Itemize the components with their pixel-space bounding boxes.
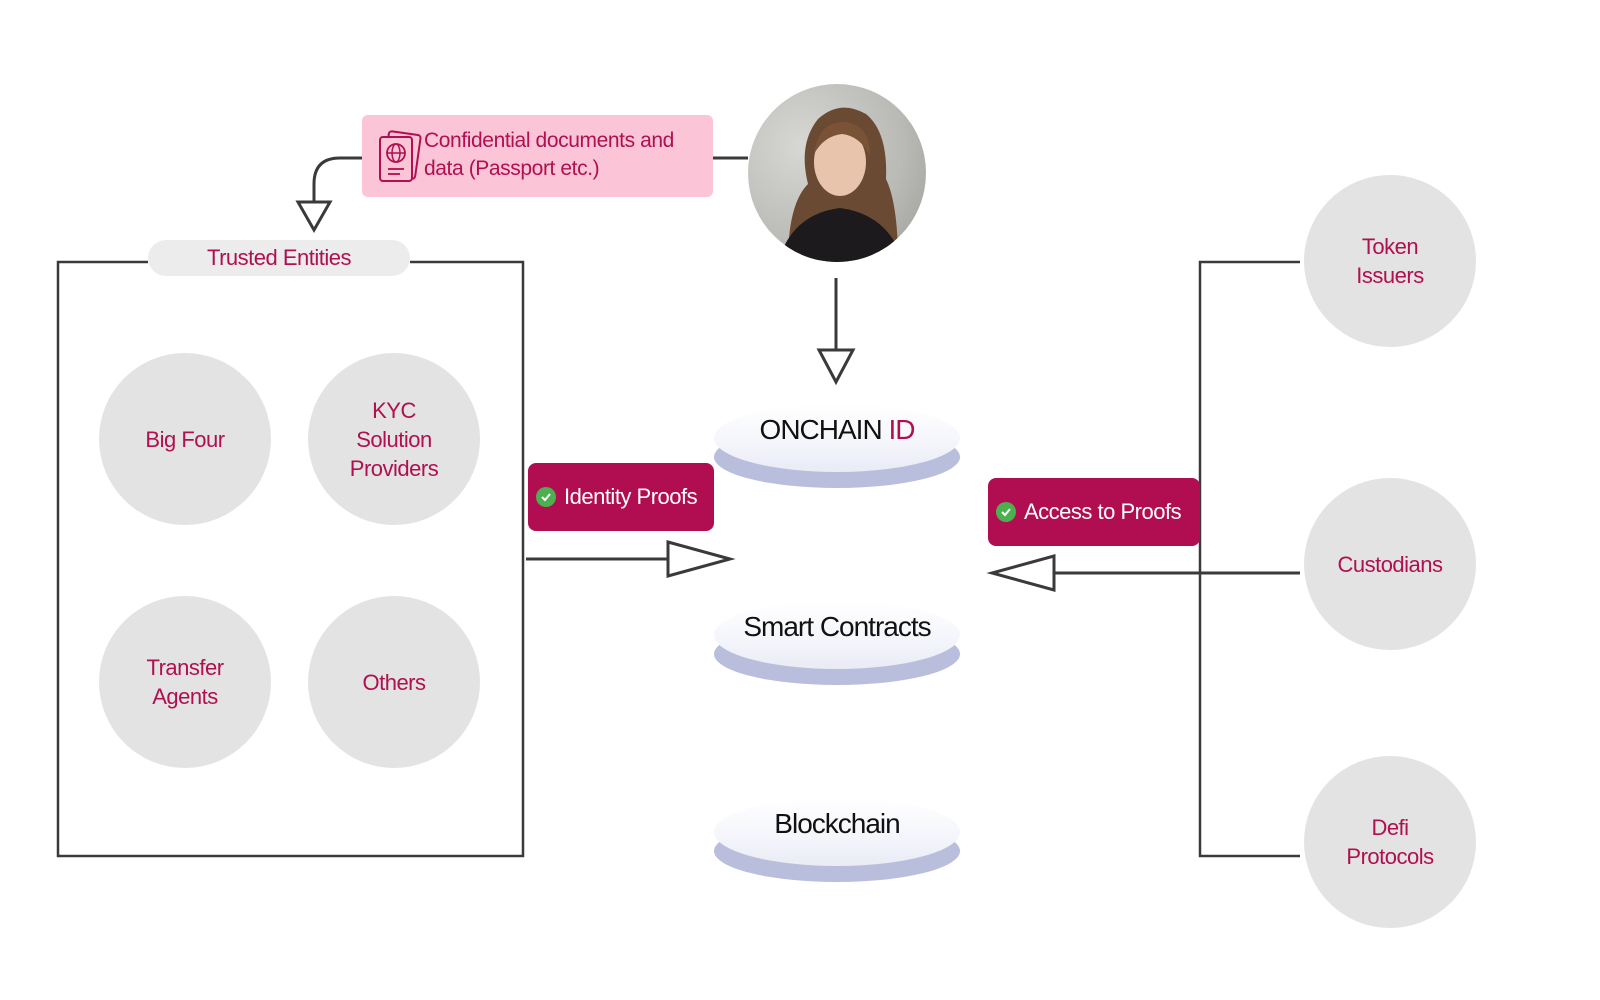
entity-transfer-agents: Transfer Agents	[99, 596, 271, 768]
trusted-entities-title: Trusted Entities	[148, 240, 410, 276]
consumer-defi-protocols: Defi Protocols	[1304, 756, 1476, 928]
blockchain-label: Blockchain	[774, 808, 900, 839]
identity-proofs-text: Identity Proofs	[564, 484, 698, 509]
access-to-proofs-label: Access to Proofs	[988, 478, 1200, 546]
trusted-entities-frame	[56, 260, 525, 858]
identity-proofs-arrowhead	[666, 540, 736, 578]
user-photo	[748, 84, 926, 262]
check-icon	[536, 487, 556, 507]
doc-to-entities-arrowhead	[295, 200, 333, 234]
consumer-token-issuers: Token Issuers	[1304, 175, 1476, 347]
consumer-custodians: Custodians	[1304, 478, 1476, 650]
smart-contracts-layer: Smart Contracts	[714, 601, 960, 685]
onchain-id-prefix: ONCHAIN	[759, 414, 889, 445]
entity-kyc-providers: KYC Solution Providers	[308, 353, 480, 525]
check-icon	[996, 502, 1016, 522]
onchain-id-suffix: ID	[888, 414, 915, 445]
onchain-id-layer: ONCHAIN ID	[714, 404, 960, 488]
blockchain-layer: Blockchain	[714, 798, 960, 882]
access-proofs-arrowhead	[986, 554, 1056, 592]
passport-icon	[379, 130, 422, 182]
doc-to-entities-line	[312, 156, 362, 212]
smart-contracts-label: Smart Contracts	[743, 611, 931, 642]
entity-big-four: Big Four	[99, 353, 271, 525]
entity-others: Others	[308, 596, 480, 768]
identity-proofs-label: Identity Proofs	[528, 463, 714, 531]
access-to-proofs-text: Access to Proofs	[1024, 499, 1182, 524]
confidential-documents-text: Confidential documents and data (Passpor…	[424, 129, 674, 180]
confidential-documents-box: Confidential documents and data (Passpor…	[362, 115, 713, 197]
avatar-to-onchain-arrowhead	[816, 348, 856, 386]
consumers-bracket	[1198, 260, 1300, 858]
